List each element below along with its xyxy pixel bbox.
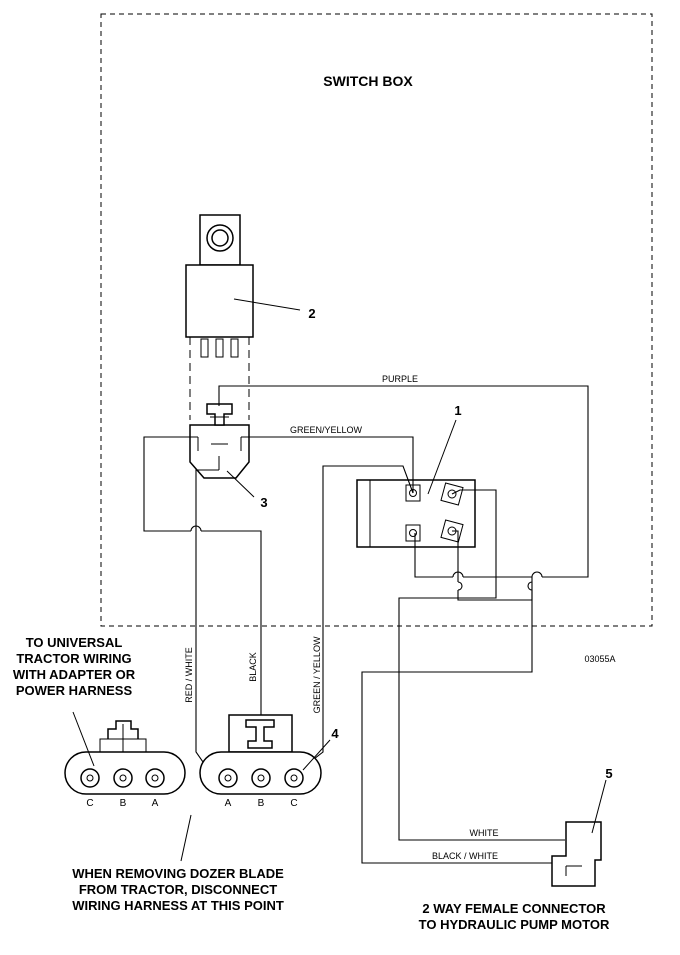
wire-loop-left bbox=[143, 436, 198, 532]
leader-dozer bbox=[180, 814, 192, 862]
wire-red-white bbox=[195, 469, 219, 773]
pin-label-right-c: C bbox=[290, 798, 297, 809]
wire-label-black: BLACK bbox=[248, 652, 258, 682]
pin-label-right-a: A bbox=[225, 798, 232, 809]
callout-4: 4 bbox=[331, 726, 339, 741]
wire-green-yellow bbox=[241, 436, 414, 493]
pin-label-left-c: C bbox=[86, 798, 93, 809]
svg-text:TO UNIVERSAL: TO UNIVERSAL bbox=[26, 635, 123, 650]
wire-label-green-yellow-vertical: GREEN / YELLOW bbox=[312, 636, 322, 713]
connector-pump bbox=[551, 821, 602, 887]
callout-1: 1 bbox=[454, 403, 461, 418]
svg-text:2 WAY FEMALE CONNECTOR: 2 WAY FEMALE CONNECTOR bbox=[422, 901, 606, 916]
wire-label-white: WHITE bbox=[470, 828, 499, 838]
connector-tractor bbox=[64, 720, 186, 795]
leader-1 bbox=[427, 419, 457, 495]
switch-box-border bbox=[100, 13, 653, 627]
switch-box-label: SWITCH BOX bbox=[323, 73, 413, 89]
leader-2 bbox=[233, 298, 301, 311]
svg-text:FROM TRACTOR, DISCONNECT: FROM TRACTOR, DISCONNECT bbox=[79, 882, 277, 897]
svg-text:POWER HARNESS: POWER HARNESS bbox=[16, 683, 133, 698]
relay-socket bbox=[189, 403, 250, 479]
svg-text:WITH ADAPTER OR: WITH ADAPTER OR bbox=[13, 667, 136, 682]
wire-white bbox=[398, 489, 565, 841]
svg-text:TRACTOR WIRING: TRACTOR WIRING bbox=[16, 651, 131, 666]
pin-label-right-b: B bbox=[258, 798, 265, 809]
callout-2: 2 bbox=[308, 306, 315, 321]
relay-component bbox=[185, 214, 254, 358]
wire-label-red-white: RED / WHITE bbox=[184, 647, 194, 703]
wire-label-black-white: BLACK / WHITE bbox=[432, 851, 498, 861]
wire-purple bbox=[218, 385, 589, 578]
pin-label-left-b: B bbox=[120, 798, 127, 809]
note-dozer-disconnect: WHEN REMOVING DOZER BLADE FROM TRACTOR, … bbox=[72, 866, 284, 913]
svg-text:WIRING HARNESS AT THIS POINT: WIRING HARNESS AT THIS POINT bbox=[72, 898, 284, 913]
callout-3: 3 bbox=[260, 495, 267, 510]
pin-label-left-a: A bbox=[152, 798, 159, 809]
wire-label-purple: PURPLE bbox=[382, 374, 418, 384]
leader-4 bbox=[302, 739, 331, 771]
wire-label-green-yellow: GREEN/YELLOW bbox=[290, 425, 363, 435]
leader-3 bbox=[226, 470, 255, 498]
connector-dozer bbox=[199, 714, 322, 795]
callout-5: 5 bbox=[605, 766, 612, 781]
rocker-switch bbox=[356, 479, 476, 548]
note-pump-connector: 2 WAY FEMALE CONNECTOR TO HYDRAULIC PUMP… bbox=[419, 901, 610, 932]
leader-5 bbox=[591, 779, 607, 834]
svg-text:TO HYDRAULIC PUMP MOTOR: TO HYDRAULIC PUMP MOTOR bbox=[419, 917, 610, 932]
note-tractor-wiring: TO UNIVERSAL TRACTOR WIRING WITH ADAPTER… bbox=[13, 635, 136, 698]
wire-black-white bbox=[452, 530, 459, 577]
leader-tractor bbox=[72, 711, 95, 767]
figure-code: 03055A bbox=[584, 654, 615, 664]
svg-text:WHEN REMOVING DOZER BLADE: WHEN REMOVING DOZER BLADE bbox=[72, 866, 284, 881]
